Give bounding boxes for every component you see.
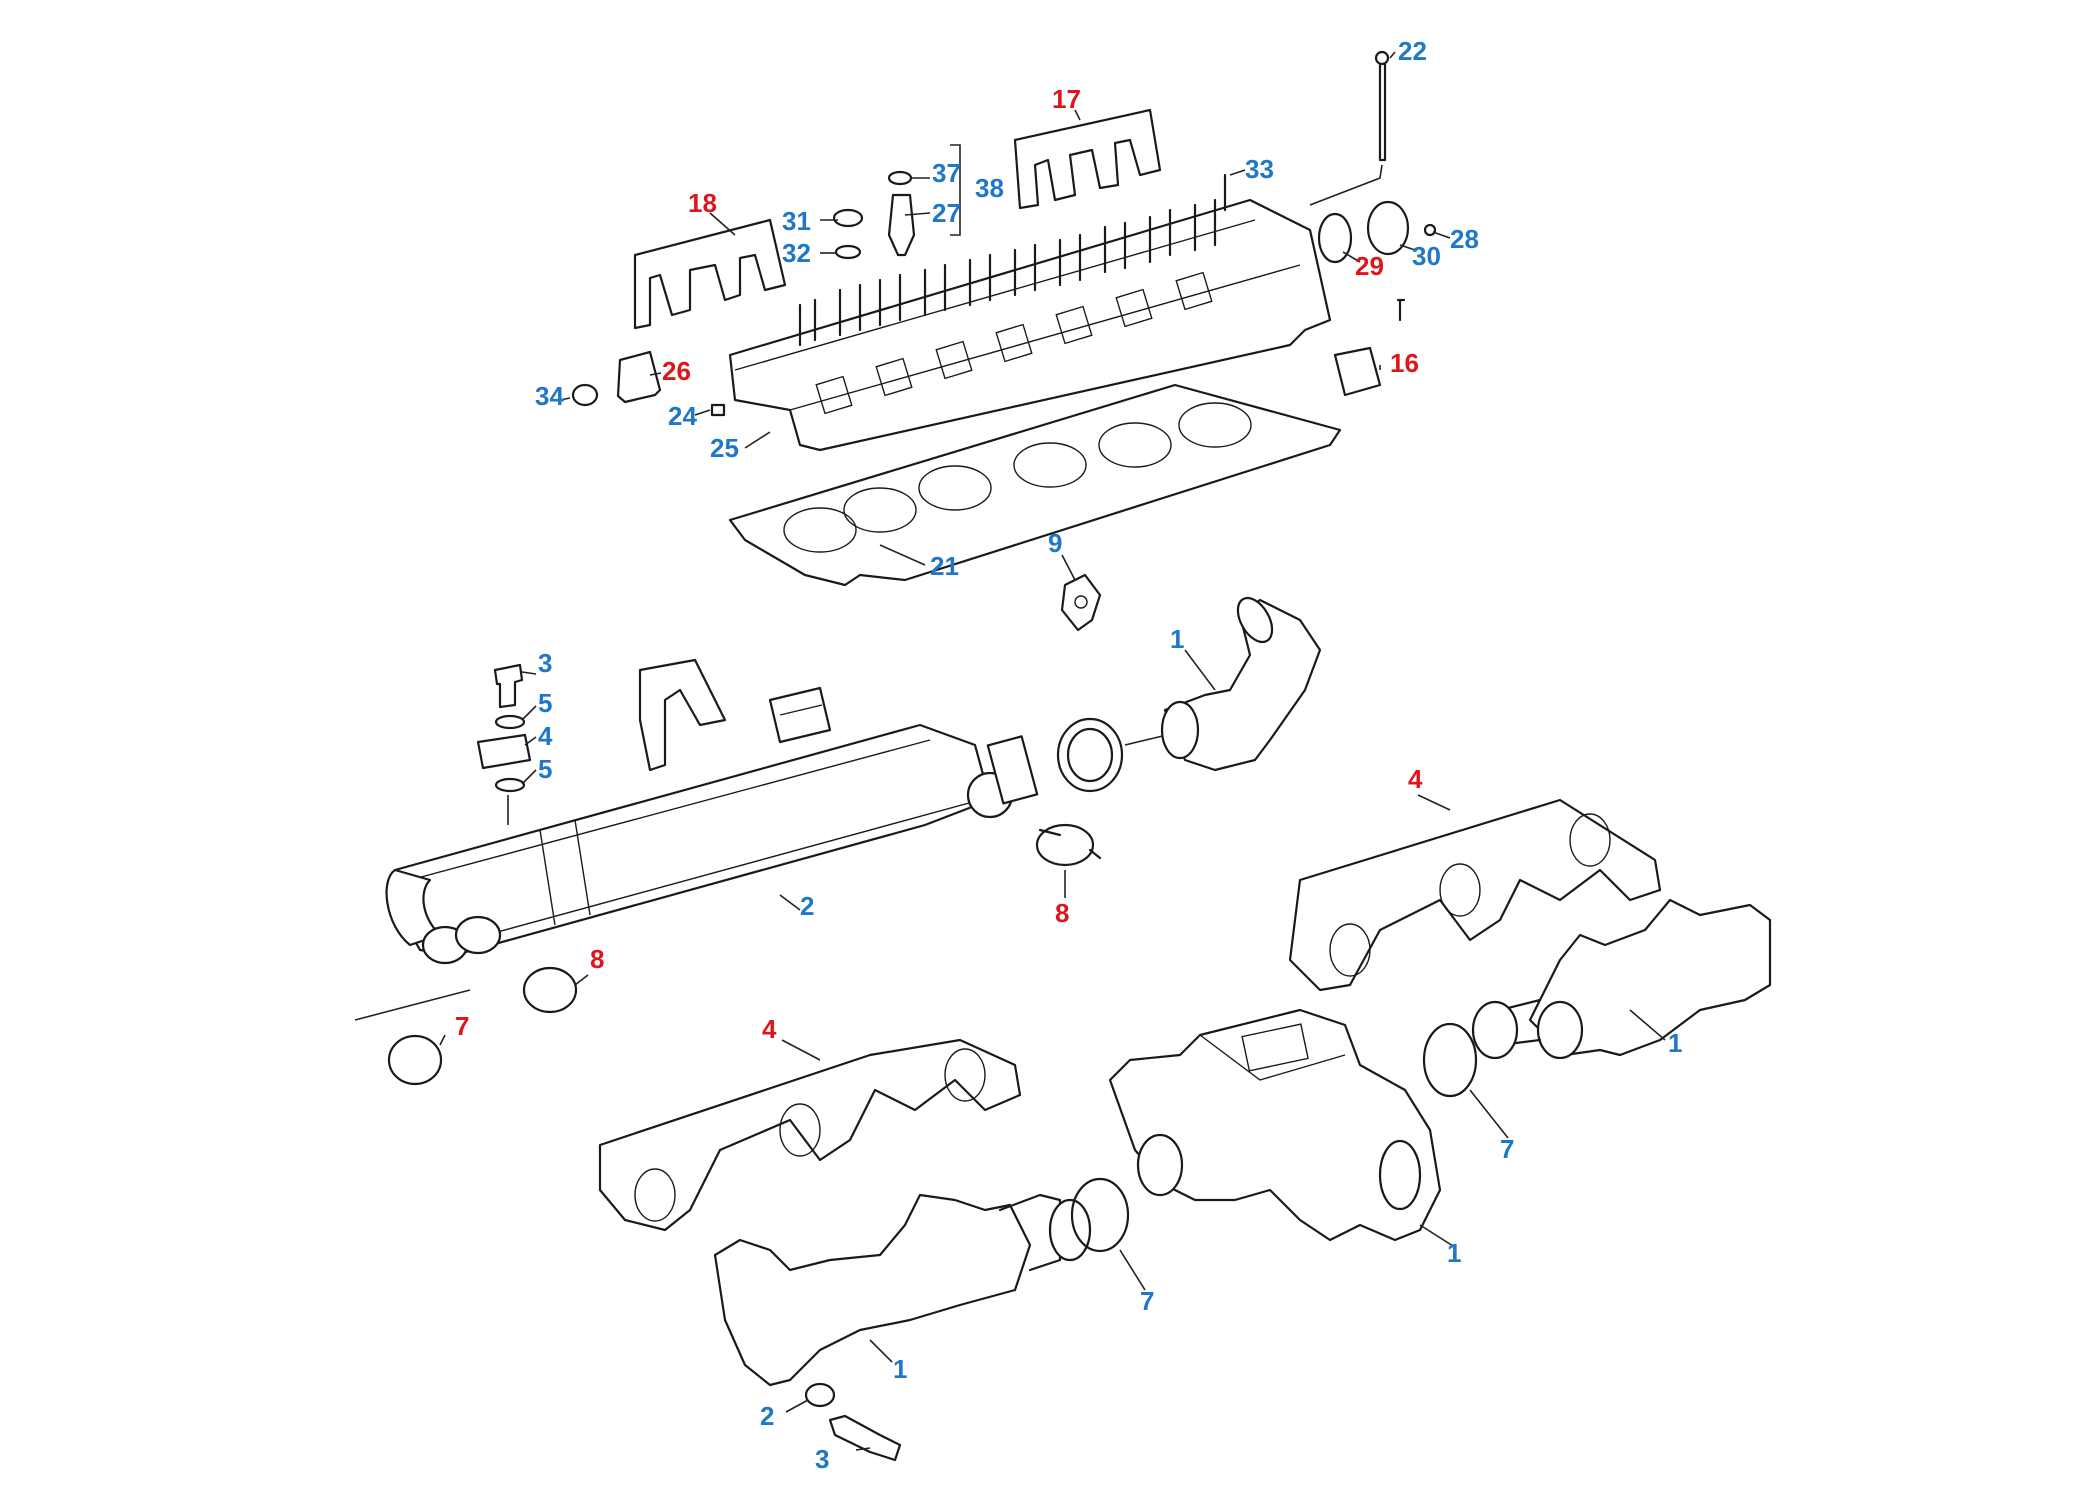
- plug-34: [571, 383, 599, 407]
- heat-shield-clip: [768, 686, 832, 744]
- callout-27: 27: [932, 198, 961, 228]
- egr-pipe-upper: [1163, 598, 1322, 772]
- bracket-18: [633, 218, 787, 330]
- washer-lower: [494, 777, 526, 793]
- callout-33: 33: [1245, 154, 1274, 184]
- turbo-manifold-center: [1108, 1008, 1442, 1242]
- callout-1-egr-pipe: 1: [1170, 624, 1184, 654]
- manifold-gasket-right: [1288, 798, 1662, 992]
- seal-30: [1366, 200, 1410, 256]
- callout-25: 25: [710, 433, 739, 463]
- valve-springs: [798, 198, 1217, 347]
- callout-3-bolt: 3: [538, 648, 552, 678]
- callout-4-gasket-right: 4: [1408, 764, 1423, 794]
- banjo-bolt: [493, 663, 524, 709]
- callout-29: 29: [1355, 251, 1384, 281]
- gasket-9: [1060, 573, 1102, 632]
- v-band-clamp: [1056, 717, 1124, 793]
- callout-16: 16: [1390, 348, 1419, 378]
- cylinder-head: [728, 198, 1332, 452]
- seal-37: [887, 170, 913, 186]
- callout-38: 38: [975, 173, 1004, 203]
- callout-1-manifold-right: 1: [1668, 1028, 1682, 1058]
- sleeve-7: [387, 1034, 443, 1086]
- callout-22: 22: [1398, 36, 1427, 66]
- callout-5-lower: 5: [538, 754, 552, 784]
- callout-7-sleeve: 7: [455, 1011, 469, 1041]
- exhaust-manifold-group: [598, 798, 1772, 1462]
- callout-28: 28: [1450, 224, 1479, 254]
- injector: [887, 193, 916, 257]
- gasket-16: [1333, 346, 1382, 397]
- callout-2-washer: 2: [760, 1401, 774, 1431]
- callout-5-upper: 5: [538, 688, 552, 718]
- egr-cooler-group: [354, 573, 1322, 1086]
- callout-1-manifold-left: 1: [893, 1354, 907, 1384]
- callout-34: 34: [535, 381, 564, 411]
- manifold-right: [1528, 898, 1772, 1057]
- callout-26: 26: [662, 356, 691, 386]
- manifold-washer: [804, 1382, 836, 1408]
- callout-24: 24: [668, 401, 697, 431]
- bracket-17: [1013, 108, 1162, 210]
- screw-28: [1423, 223, 1437, 237]
- gasket-26: [616, 350, 662, 404]
- manifold-left: [713, 1193, 1032, 1387]
- banjo-fitting: [476, 733, 532, 770]
- callout-3-manifold-bolt: 3: [815, 1444, 829, 1474]
- head-gasket-bores: [783, 402, 1252, 553]
- callouts: 22 17 37 38 27 33 18 31 32 28 29 30 26 3…: [455, 36, 1682, 1474]
- plug-31: [832, 208, 864, 228]
- callout-9: 9: [1048, 528, 1062, 558]
- clamp-right: [1422, 1022, 1478, 1098]
- callout-1-turbo: 1: [1447, 1238, 1461, 1268]
- callout-21: 21: [930, 551, 959, 581]
- callout-2-cooler: 2: [800, 891, 814, 921]
- manifold-bolt: [828, 1414, 902, 1462]
- long-bolt: [1378, 58, 1387, 162]
- callout-18: 18: [688, 188, 717, 218]
- cylinder-head-group: [571, 50, 1437, 587]
- callout-8-lower: 8: [590, 944, 604, 974]
- callout-7-clamp-left: 7: [1140, 1286, 1154, 1316]
- clamp-left: [1070, 1177, 1130, 1253]
- seal-32: [834, 244, 862, 260]
- callout-7-clamp-right: 7: [1500, 1134, 1514, 1164]
- manifold-gasket-left: [598, 1038, 1022, 1232]
- callout-32: 32: [782, 238, 811, 268]
- o-ring-29: [1317, 212, 1353, 264]
- callout-leaders: [439, 51, 1666, 1451]
- sleeve-8-lower: [522, 966, 578, 1014]
- callout-17: 17: [1052, 84, 1081, 114]
- head-ports: [815, 271, 1213, 415]
- washer-upper: [494, 714, 526, 730]
- callout-31: 31: [782, 206, 811, 236]
- callout-4-fitting: 4: [538, 721, 553, 751]
- callout-37: 37: [932, 158, 961, 188]
- bracket-clip: [638, 658, 727, 772]
- sleeve-8-upper: [1035, 823, 1095, 867]
- fitting-24: [710, 403, 726, 417]
- callout-8-upper: 8: [1055, 898, 1069, 928]
- callout-4-gasket-left: 4: [762, 1014, 777, 1044]
- callout-30: 30: [1412, 241, 1441, 271]
